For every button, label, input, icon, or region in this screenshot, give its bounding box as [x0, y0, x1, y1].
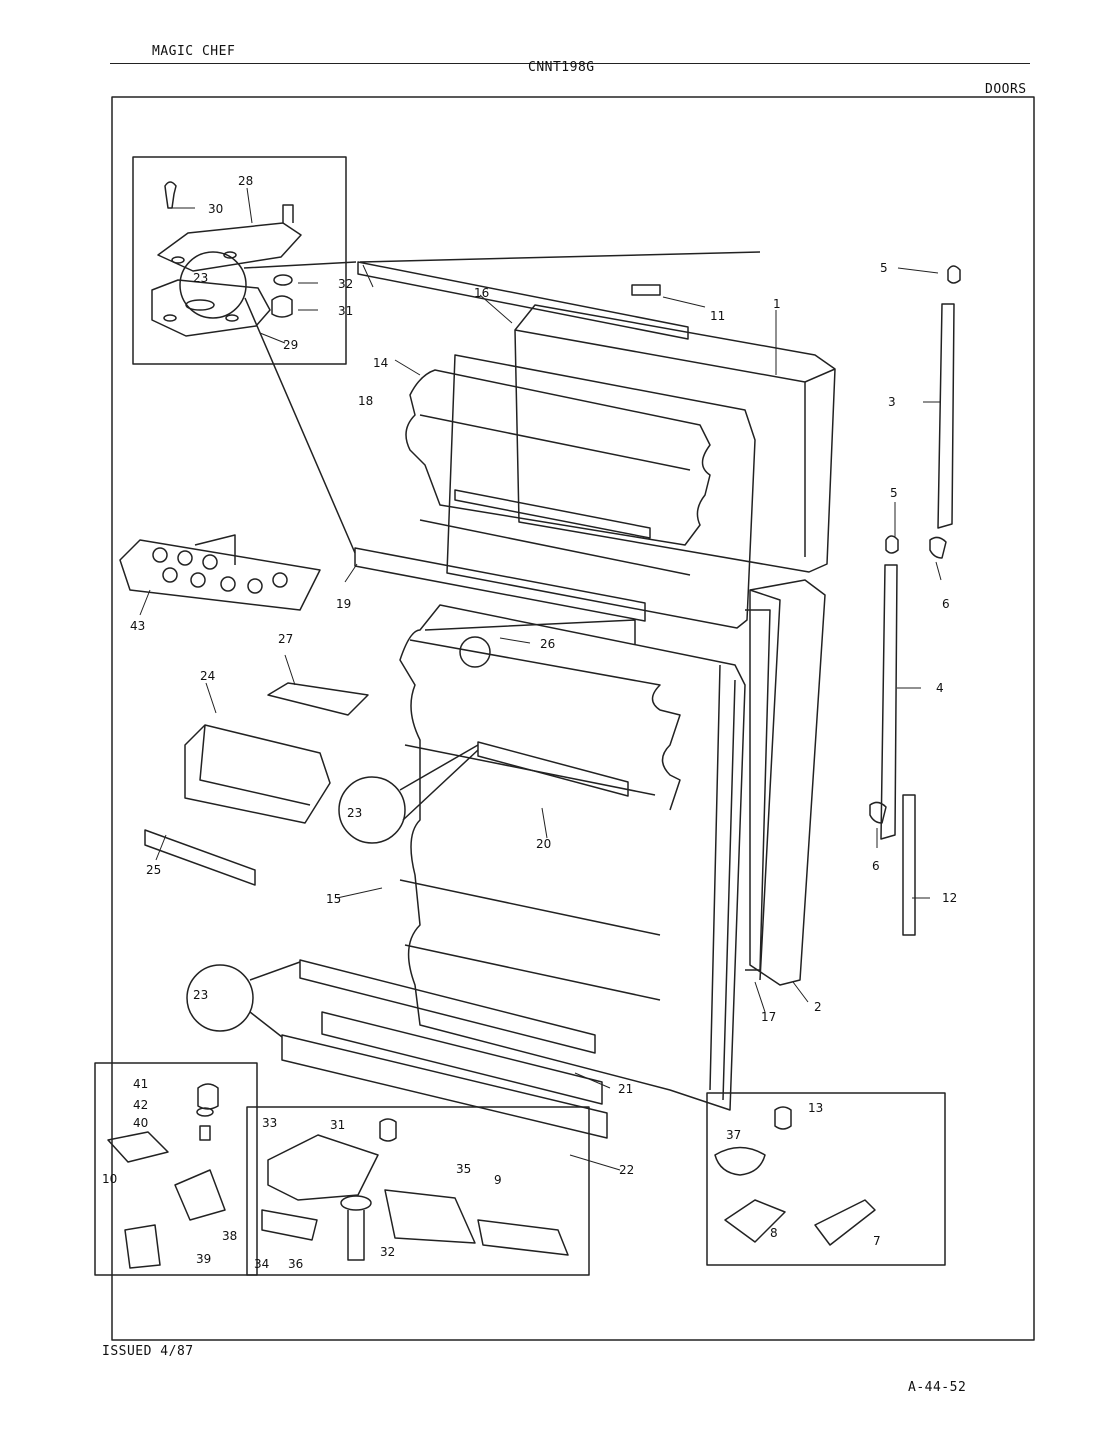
callout-34: 34 [254, 1257, 269, 1271]
bar-21b [321, 1011, 603, 1105]
bar-21 [299, 959, 596, 1054]
fresh-food-door-outer [745, 579, 826, 986]
clip-6-bottom [869, 801, 887, 824]
callout-28: 28 [238, 174, 253, 188]
trim-25 [144, 829, 256, 886]
callout-14: 14 [373, 356, 388, 370]
callout-8: 8 [770, 1226, 778, 1240]
callout-3: 3 [888, 395, 896, 409]
callout-43: 43 [130, 619, 145, 633]
bottom-center-inset [246, 1106, 590, 1276]
header-rule [110, 63, 1030, 64]
callout-31a: 31 [338, 304, 353, 318]
fresh-food-door-liner [399, 604, 746, 1111]
callout-30: 30 [208, 202, 223, 216]
callout-10: 10 [102, 1172, 117, 1186]
clip-6-top [929, 536, 947, 559]
callout-6b: 6 [872, 859, 880, 873]
leader-23a [243, 261, 357, 554]
model-label: CNNT198G [528, 60, 595, 75]
bottom-right-inset [706, 1092, 946, 1266]
bar-22 [281, 1034, 608, 1139]
clip-5-mid [885, 535, 899, 554]
top-hinge-inset [132, 156, 347, 365]
callout-9: 9 [494, 1173, 502, 1187]
detail-circle-23b [338, 776, 406, 844]
callout-5a: 5 [880, 261, 888, 275]
callout-15: 15 [326, 892, 341, 906]
callout-41: 41 [133, 1077, 148, 1091]
callout-42: 42 [133, 1098, 148, 1112]
callout-4: 4 [936, 681, 944, 695]
freezer-door-outer [514, 304, 836, 573]
callout-23a: 23 [193, 271, 208, 285]
callout-2: 2 [814, 1000, 822, 1014]
callout-23c: 23 [193, 988, 208, 1002]
callout-13: 13 [808, 1101, 823, 1115]
callout-36: 36 [288, 1257, 303, 1271]
callout-20: 20 [536, 837, 551, 851]
bottom-left-inset [94, 1062, 258, 1276]
page-code-label: A-44-52 [908, 1380, 967, 1395]
callout-21: 21 [618, 1082, 633, 1096]
callout-27: 27 [278, 632, 293, 646]
callout-24: 24 [200, 669, 215, 683]
callout-26: 26 [540, 637, 555, 651]
shelf-bar-19 [354, 547, 646, 622]
callout-7: 7 [873, 1234, 881, 1248]
diagram-frame [111, 96, 1035, 1341]
callout-11: 11 [710, 309, 725, 323]
hinge-strip-4 [880, 564, 898, 840]
callout-18: 18 [358, 394, 373, 408]
detail-circle-23c [186, 964, 254, 1032]
callout-25: 25 [146, 863, 161, 877]
hinge-strip-3 [937, 303, 955, 529]
callout-5b: 5 [890, 486, 898, 500]
top-shelf-bar [424, 619, 636, 645]
callout-6a: 6 [942, 597, 950, 611]
callout-31b: 31 [330, 1118, 345, 1132]
leader-23c [249, 961, 301, 1038]
callout-32b: 32 [380, 1245, 395, 1259]
callout-35: 35 [456, 1162, 471, 1176]
callout-32a: 32 [338, 277, 353, 291]
brand-label: MAGIC CHEF [152, 44, 236, 59]
callout-12: 12 [942, 891, 957, 905]
issued-label: ISSUED 4/87 [102, 1344, 194, 1359]
butter-lid-27 [267, 682, 369, 716]
callout-17: 17 [761, 1010, 776, 1024]
leader-23b [399, 744, 479, 821]
callout-23b: 23 [347, 806, 362, 820]
shelf-bar-18 [357, 261, 689, 340]
callout-38: 38 [222, 1229, 237, 1243]
detail-circle-26 [459, 636, 491, 668]
callout-22: 22 [619, 1163, 634, 1177]
callout-19: 19 [336, 597, 351, 611]
shelf-rail-20 [477, 741, 629, 797]
callout-40: 40 [133, 1116, 148, 1130]
callout-39: 39 [196, 1252, 211, 1266]
callout-16: 16 [474, 286, 489, 300]
ice-tray-43 [119, 534, 321, 611]
callout-29: 29 [283, 338, 298, 352]
freezer-door-liner [359, 251, 761, 629]
callout-37: 37 [726, 1128, 741, 1142]
butter-bin-24 [184, 724, 331, 824]
callout-33: 33 [262, 1116, 277, 1130]
gasket-12 [902, 794, 916, 936]
section-label: DOORS [985, 82, 1027, 97]
callout-1: 1 [773, 297, 781, 311]
detail-circle-23a [179, 251, 247, 319]
part-11 [631, 284, 661, 296]
clip-5-top [947, 265, 961, 284]
